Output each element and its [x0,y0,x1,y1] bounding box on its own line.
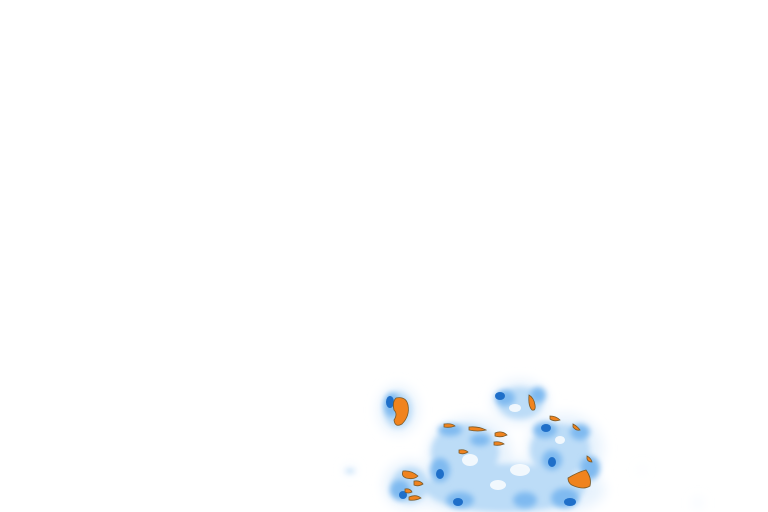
hotspot-region [567,469,591,489]
density-layer-deep [386,392,576,506]
gap-layer [462,404,565,490]
hotspot-region [443,423,456,428]
hotspot-region [493,441,505,446]
hotspot-region [408,495,422,501]
hotspot-layer [392,394,593,501]
hotspot-region [572,423,581,431]
hotspot-region [392,397,409,426]
hotspot-region [528,394,536,411]
hotspot-region [586,455,593,463]
hotspot-region [494,431,508,438]
hotspot-region [458,449,469,455]
hotspot-region [402,470,419,480]
hotspot-region [468,426,488,432]
hotspot-region [404,488,413,494]
hotspot-region [549,415,561,422]
hotspot-region [413,480,424,487]
